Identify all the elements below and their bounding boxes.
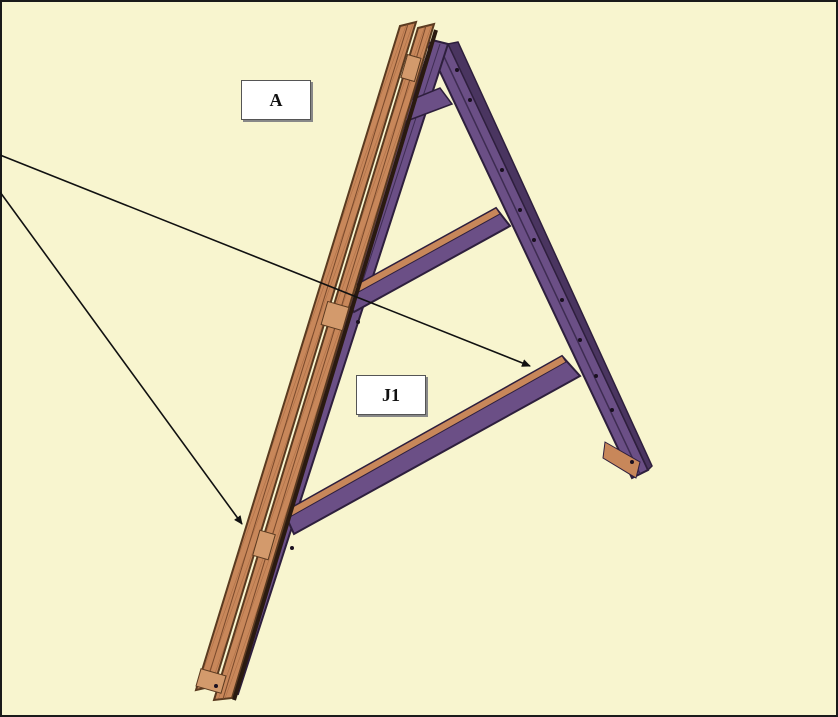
front-left-leg	[194, 20, 438, 702]
leader-arrows	[0, 154, 531, 525]
label-a-text: A	[269, 89, 283, 110]
label-a: A	[241, 80, 311, 120]
leader-arrow-to-lower-crossbar	[0, 154, 531, 367]
bolt-holes	[214, 68, 634, 688]
label-j1: J1	[356, 375, 426, 415]
label-j1-text: J1	[382, 384, 400, 405]
leader-arrow-to-front-leg	[0, 191, 243, 525]
